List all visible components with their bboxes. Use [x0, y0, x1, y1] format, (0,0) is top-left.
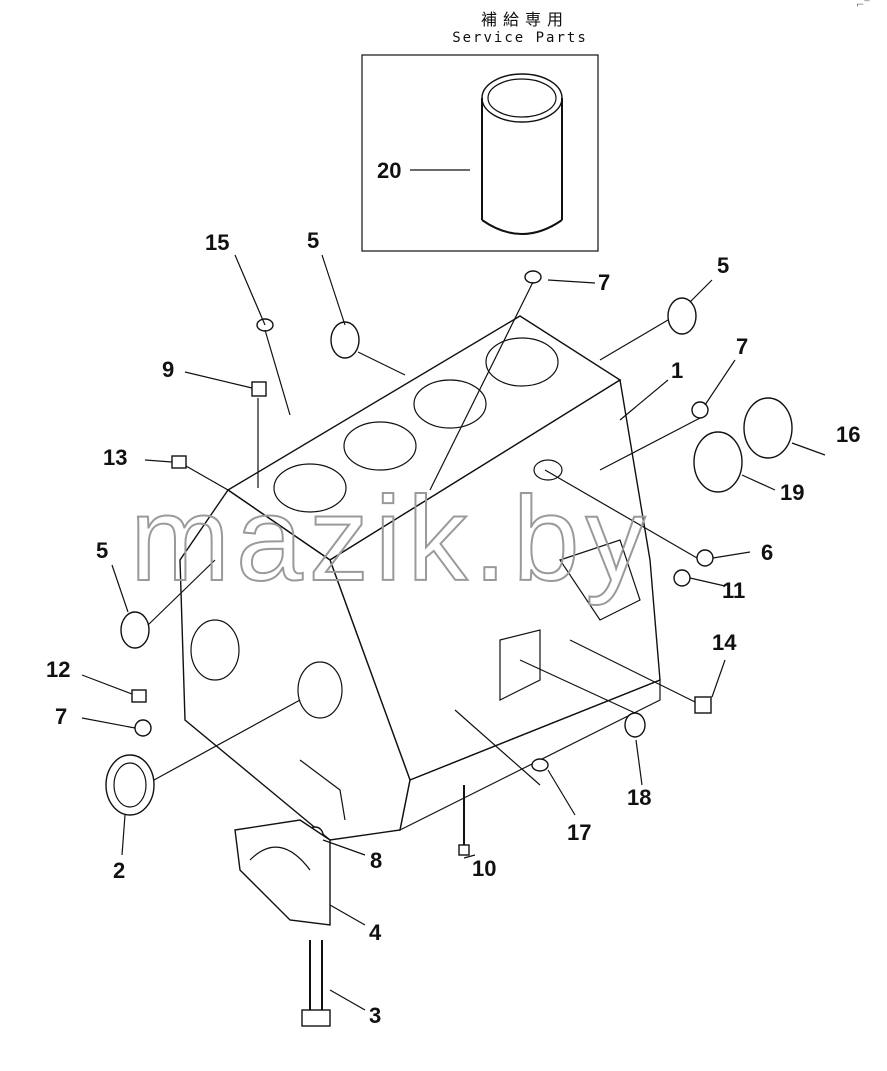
callout-4: 4	[369, 920, 382, 945]
callout-18: 18	[627, 785, 651, 810]
plate-16	[743, 397, 793, 459]
callout-17: 17	[567, 820, 591, 845]
cup-plug-5-right	[667, 297, 697, 335]
plug-9	[251, 381, 267, 397]
bolt-10	[458, 785, 470, 856]
callout-5-left: 5	[96, 538, 108, 563]
plug-7-left	[134, 719, 152, 737]
callout-7-right: 7	[736, 334, 748, 359]
cylinder-block-part	[179, 315, 661, 841]
callout-5-top: 5	[307, 228, 319, 253]
callout-13: 13	[103, 445, 127, 470]
callout-3: 3	[369, 1003, 381, 1028]
callout-7-top: 7	[598, 270, 610, 295]
callout-19: 19	[780, 480, 804, 505]
cylinder-liner-part	[481, 73, 563, 235]
callout-20: 20	[377, 158, 401, 183]
plug-14	[694, 696, 712, 714]
cup-plug-5-left	[120, 611, 150, 649]
cup-plug-5-top	[330, 321, 360, 359]
plug-7-top	[524, 270, 542, 284]
leader-lines	[81, 169, 826, 1011]
cup-18	[624, 712, 646, 738]
callout-8: 8	[370, 848, 382, 873]
plug-13	[171, 455, 187, 469]
seal-2	[105, 754, 155, 816]
gasket-19	[693, 431, 743, 493]
plug-11	[673, 569, 691, 587]
callout-9: 9	[162, 357, 174, 382]
callout-7-left: 7	[55, 704, 67, 729]
callout-1: 1	[671, 358, 683, 383]
callout-15: 15	[205, 230, 229, 255]
callout-10: 10	[472, 856, 496, 881]
callout-6: 6	[761, 540, 773, 565]
callout-14: 14	[712, 630, 737, 655]
corner-mark: ⌐‾	[856, 0, 870, 11]
plug-6	[696, 549, 714, 567]
plug-12	[131, 689, 147, 703]
plug-17	[531, 758, 549, 772]
callout-5-right: 5	[717, 253, 729, 278]
cap-bolt-3	[301, 940, 331, 1027]
callout-12: 12	[46, 657, 70, 682]
main-bearing-cap-4	[234, 819, 331, 926]
service-parts-title-en: Service Parts	[452, 30, 588, 46]
service-parts-title-jp: 補給専用	[480, 10, 569, 29]
callout-11: 11	[722, 578, 745, 603]
service-parts-box	[361, 54, 599, 252]
watermark-text: mazik.by	[130, 472, 651, 606]
callout-2: 2	[113, 858, 125, 883]
callout-16: 16	[836, 422, 860, 447]
